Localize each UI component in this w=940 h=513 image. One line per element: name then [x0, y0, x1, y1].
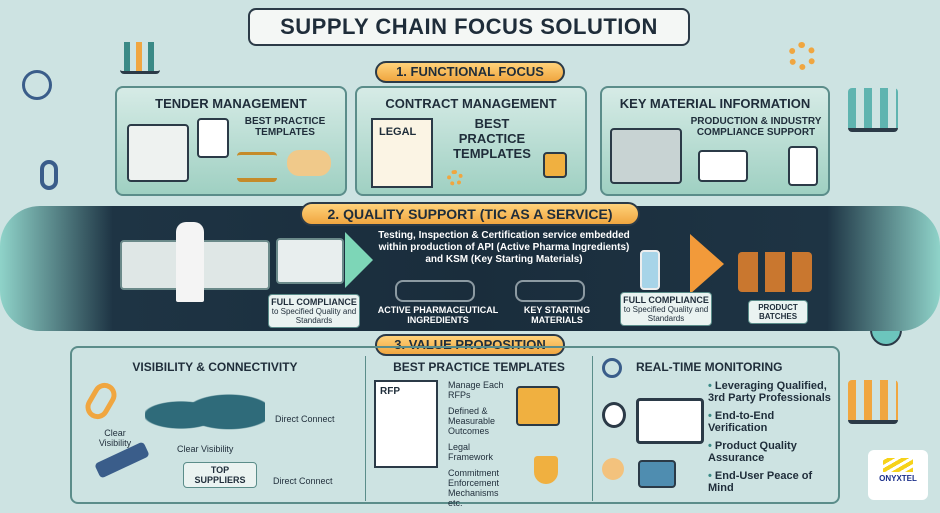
world-map-icon	[145, 384, 265, 446]
rfp-document-icon: RFP	[374, 380, 438, 468]
camera-icon	[638, 460, 676, 488]
visibility-label-2: Direct Connect	[275, 414, 335, 424]
monitoring-title: REAL-TIME MONITORING	[636, 360, 783, 374]
value-proposition-frame	[70, 346, 840, 504]
chain-link-icon	[40, 160, 58, 190]
padlock-icon	[543, 152, 567, 178]
gauge-icon	[602, 358, 622, 378]
medicine-bottles-icon	[738, 252, 812, 292]
template-item: Commitment Enforcement Mechanisms etc.	[448, 468, 500, 508]
dashboard-tablet-icon	[636, 398, 704, 444]
contract-management-title: CONTRACT MANAGEMENT	[385, 96, 557, 111]
tender-management-panel: TENDER MANAGEMENT BEST PRACTICE TEMPLATE…	[115, 86, 347, 196]
visibility-label-1: Clear Visibility	[98, 428, 132, 448]
legal-label: LEGAL	[379, 126, 417, 138]
compliance-left-subtitle: to Specified Quality and Standards	[271, 307, 357, 325]
contract-management-panel: CONTRACT MANAGEMENT LEGAL BEST PRACTICE …	[355, 86, 587, 196]
ksm-label: KEY STARTING MATERIALS	[523, 305, 591, 325]
template-items: Manage Each RFPs Defined & Measurable Ou…	[448, 380, 510, 508]
monitoring-item: End-User Peace of Mind	[708, 470, 833, 494]
api-molecule-icon	[395, 280, 475, 302]
monitoring-item: Leveraging Qualified, 3rd Party Professi…	[708, 380, 833, 404]
rfp-label: RFP	[380, 386, 400, 397]
ksm-molecule-icon	[515, 280, 585, 302]
compliance-right-subtitle: to Specified Quality and Standards	[623, 305, 709, 323]
product-batches-box: PRODUCT BATCHES	[748, 300, 808, 324]
gear-icon	[788, 42, 816, 70]
handshake-icon	[287, 150, 331, 176]
contract-subtitle: BEST PRACTICE TEMPLATES	[453, 116, 531, 161]
monitor-icon	[276, 238, 344, 284]
face-icon	[602, 458, 624, 480]
onyxtel-logo: ONYXTEL	[868, 450, 928, 500]
page-title: SUPPLY CHAIN FOCUS SOLUTION	[248, 8, 690, 46]
shield-icon	[534, 456, 558, 484]
monitoring-list: Leveraging Qualified, 3rd Party Professi…	[708, 380, 833, 500]
functional-focus-label: 1. FUNCTIONAL FOCUS	[375, 61, 565, 83]
checklist-icon	[788, 146, 818, 186]
network-icon	[22, 70, 52, 100]
template-item: Legal Framework	[448, 442, 494, 462]
scientist-icon	[176, 222, 204, 302]
legal-document-icon: LEGAL	[371, 118, 433, 188]
template-item: Manage Each RFPs	[448, 380, 504, 400]
growth-chart-icon	[698, 150, 748, 182]
value-proposition-label: 3. VALUE PROPOSITION	[375, 334, 565, 356]
tender-management-title: TENDER MANAGEMENT	[155, 96, 307, 111]
template-item: Defined & Measurable Outcomes	[448, 406, 496, 436]
key-material-title: KEY MATERIAL INFORMATION	[619, 96, 811, 111]
visibility-title: VISIBILITY & CONNECTIVITY	[132, 360, 298, 374]
api-label: ACTIVE PHARMACEUTICAL INGREDIENTS	[377, 305, 499, 325]
puzzle-icon	[516, 386, 560, 426]
compliance-left-box: FULL COMPLIANCE to Specified Quality and…	[268, 294, 360, 328]
government-building-icon	[127, 124, 189, 182]
compliance-left-title: FULL COMPLIANCE	[271, 297, 357, 307]
key-material-subtitle: PRODUCTION & INDUSTRY COMPLIANCE SUPPORT	[690, 116, 822, 138]
tic-description: Testing, Inspection & Certification serv…	[378, 230, 630, 265]
visibility-panel: VISIBILITY & CONNECTIVITY Clear Visibili…	[75, 356, 355, 501]
vial-icon	[640, 250, 660, 290]
chain-link-icon	[81, 378, 121, 424]
quality-support-label: 2. QUALITY SUPPORT (TIC AS A SERVICE)	[300, 202, 640, 226]
best-practice-panel: BEST PRACTICE TEMPLATES RFP Manage Each …	[365, 356, 593, 508]
compliance-right-title: FULL COMPLIANCE	[623, 295, 709, 305]
arrow-right-icon	[345, 232, 373, 288]
visibility-label-4: Direct Connect	[273, 476, 333, 486]
arrow-right-icon	[690, 234, 724, 294]
monitoring-item: Product Quality Assurance	[708, 440, 833, 464]
document-icon	[197, 118, 229, 158]
key-material-panel: KEY MATERIAL INFORMATION PRODUCTION & IN…	[600, 86, 830, 196]
gear-icon	[447, 170, 463, 186]
top-suppliers-badge: TOP SUPPLIERS	[183, 462, 257, 488]
best-practice-title: BEST PRACTICE TEMPLATES	[393, 360, 565, 374]
monitoring-panel: REAL-TIME MONITORING Leveraging Qualifie…	[600, 356, 835, 501]
test-tubes-icon	[848, 380, 898, 424]
watch-icon	[602, 402, 626, 428]
scales-icon	[237, 152, 277, 182]
tender-subtitle: BEST PRACTICE TEMPLATES	[244, 116, 326, 138]
logo-text: ONYXTEL	[879, 474, 917, 483]
bar-chart-icon	[120, 42, 160, 74]
logo-mark-icon	[883, 458, 913, 472]
visibility-label-3: Clear Visibility	[177, 444, 234, 454]
monitoring-item: End-to-End Verification	[708, 410, 833, 434]
factory-icon	[610, 128, 682, 184]
test-tubes-icon	[848, 88, 898, 132]
compliance-right-box: FULL COMPLIANCE to Specified Quality and…	[620, 292, 712, 326]
